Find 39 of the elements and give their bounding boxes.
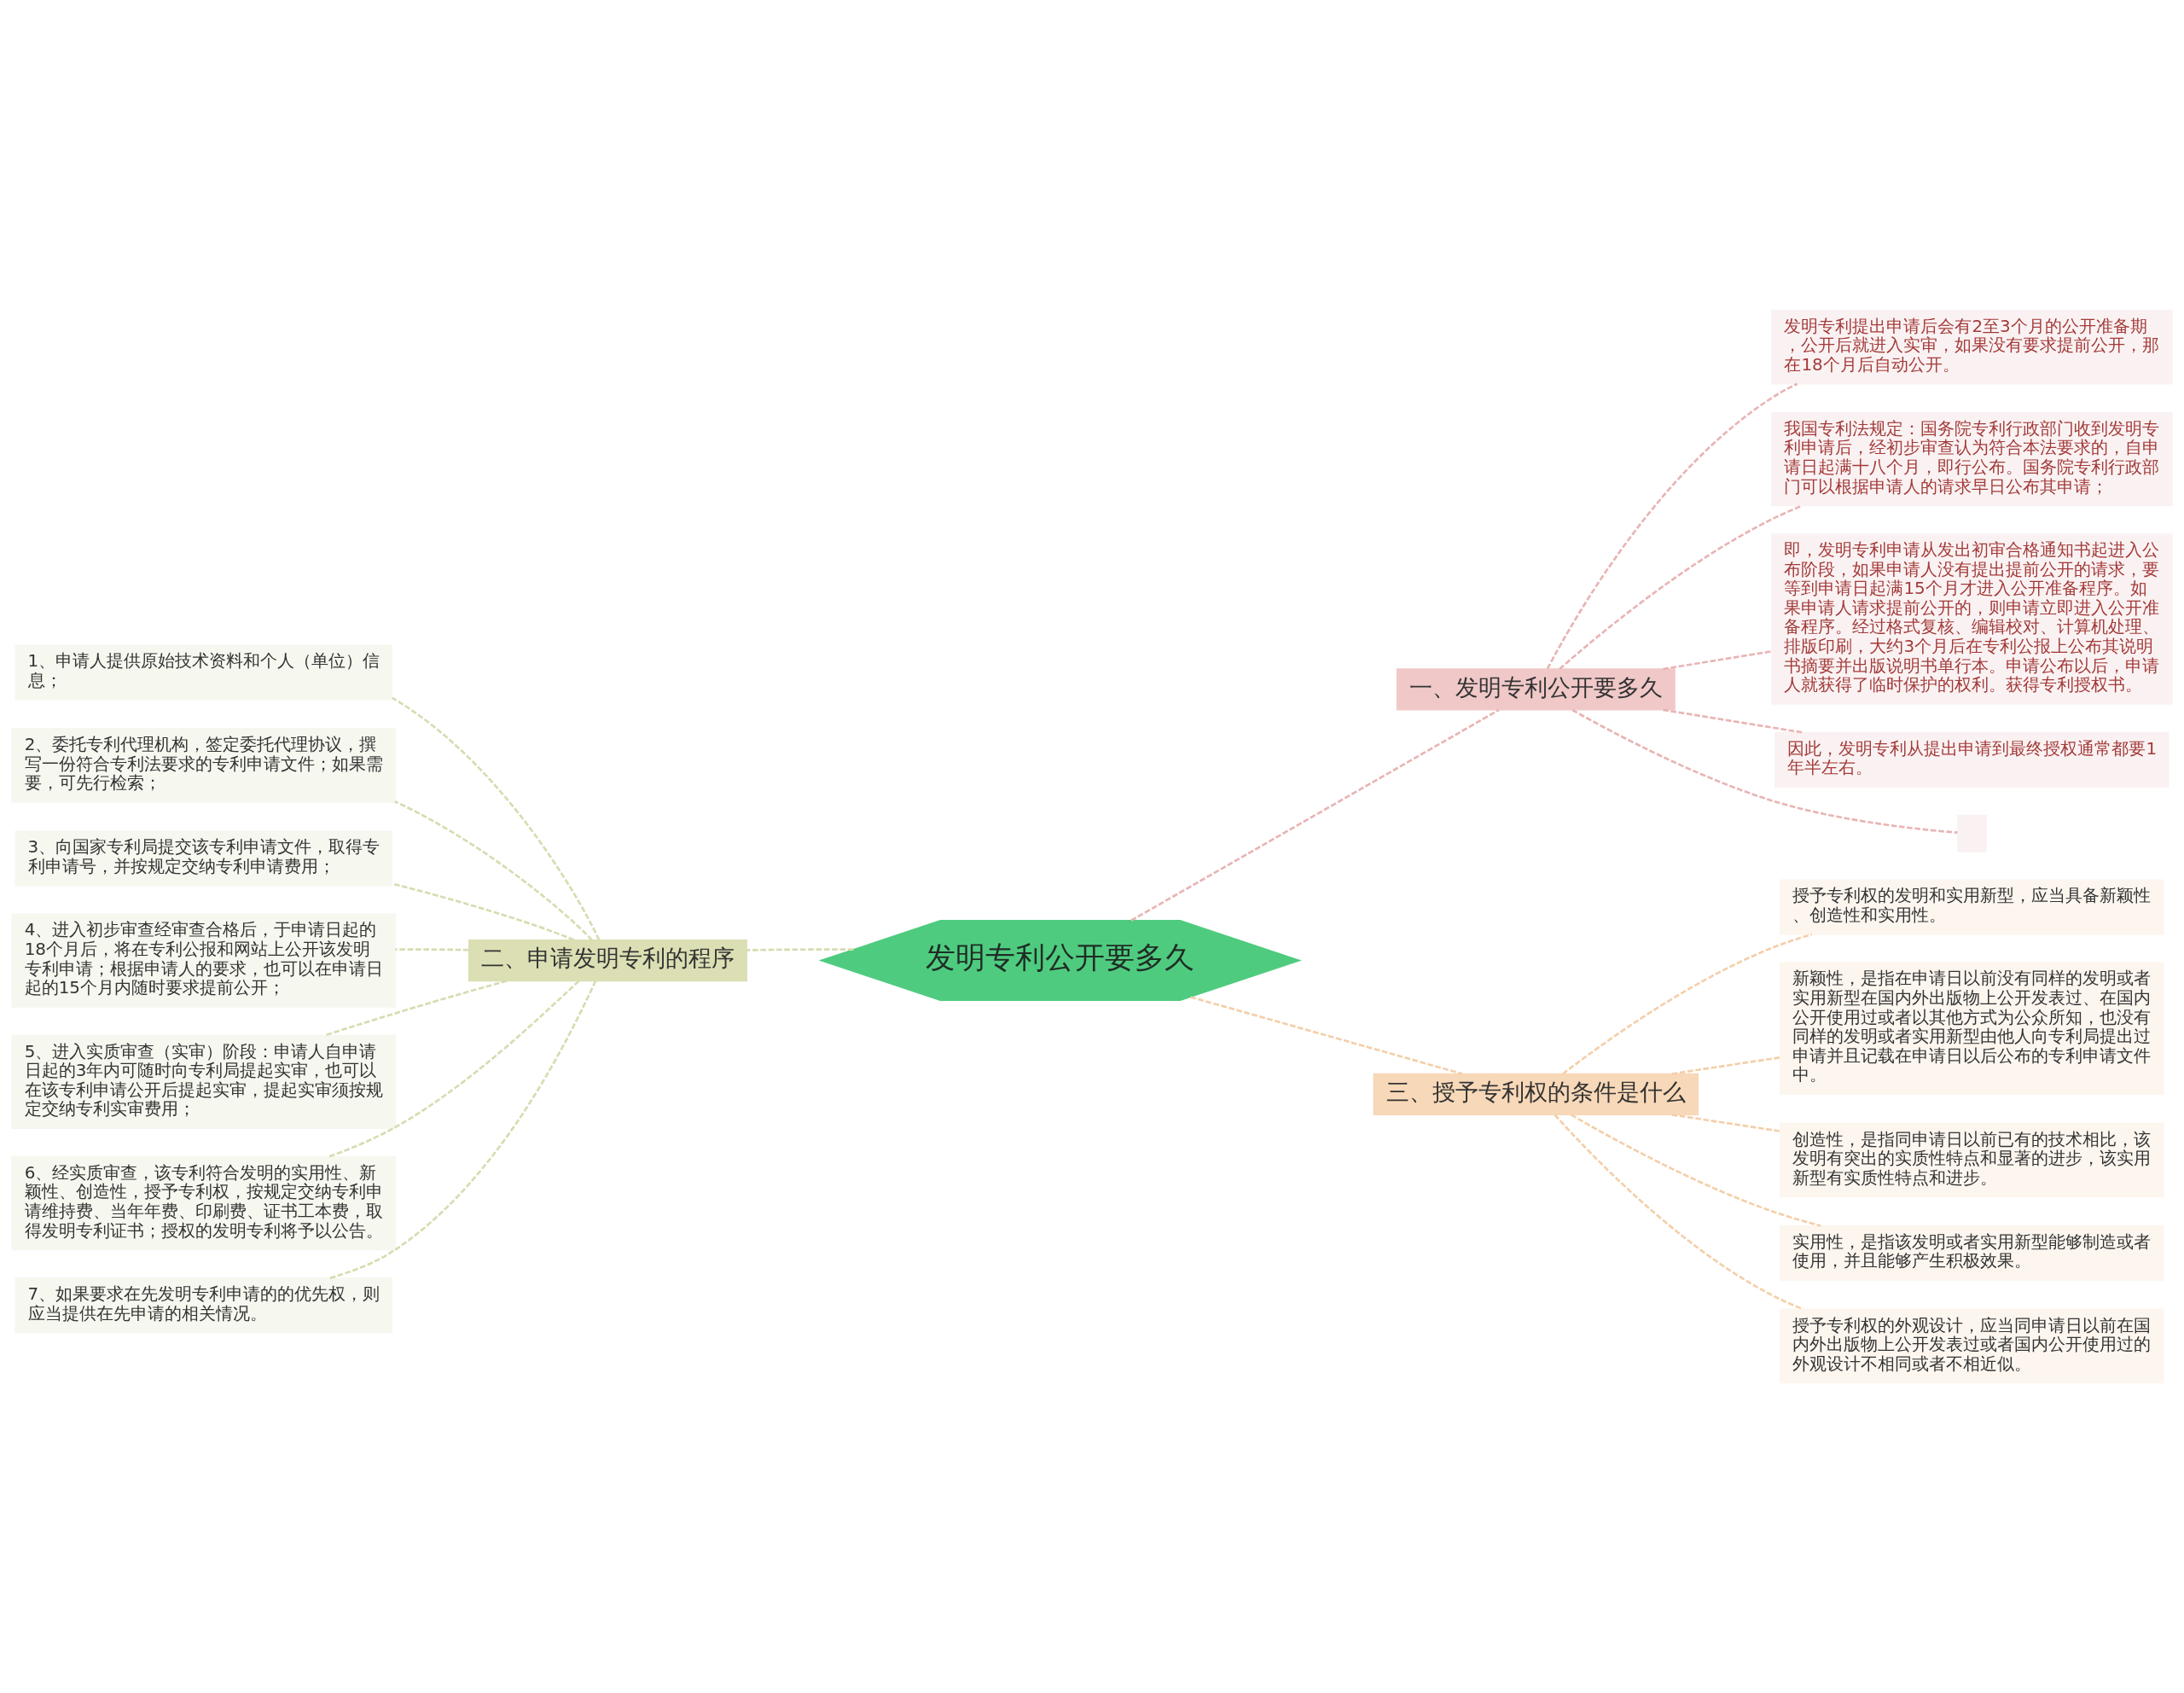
connector: [1671, 1056, 1780, 1075]
connector: [1546, 382, 1798, 670]
node-box: 6、经实质审查，该专利符合发明的实用性、新颖性、创造性，授予专利权，按规定交纳专利申请维持费、当年年费、印刷费、证书工本费，取得发明专利证书；授权的发明专利将予以公告。: [11, 1155, 396, 1251]
node-box: [1957, 814, 1987, 852]
connector: [1571, 708, 1958, 834]
connector: [746, 948, 854, 951]
node-box: 因此，发明专利从提出申请到最终授权通常都要1年半左右。: [1774, 731, 2169, 788]
node-box: 实用性，是指该发明或者实用新型能够制造或者使用，并且能够产生积极效果。: [1780, 1225, 2164, 1282]
node-box: 授予专利权的发明和实用新型，应当具备新颖性、创造性和实用性。: [1780, 879, 2164, 935]
connector: [1554, 1114, 1804, 1311]
connector: [1663, 708, 1804, 734]
node-box: 5、进入实质审查（实审）阶段：申请人自申请日起的3年内可随时向专利局提起实审，也可以在该专利申请公开后提起实审，提起实审须按规定交纳专利实审费用；: [11, 1034, 396, 1129]
connector: [392, 696, 601, 940]
connector: [1190, 996, 1463, 1075]
connector: [324, 980, 508, 1037]
node-box: 三、授予专利权的条件是什么: [1373, 1073, 1699, 1115]
node-box: 4、进入初步审查经审查合格后，于申请日起的18个月后，将在专利公报和网站上公开该发明专利申请；根据申请人的要求，也可以在申请日起的15个月内随时要求提前公开；: [11, 913, 396, 1008]
node-box: 新颖性，是指在申请日以前没有同样的发明或者实用新型在国内外出版物上公开发表过、在国内公开使用过或者以其他方式为公众所知，也没有同样的发明或者实用新型由他人向专利局提出过申请并且记载在申请日以后公布的专利申请文件中。: [1780, 962, 2164, 1096]
connector: [393, 800, 593, 941]
connector: [1130, 708, 1500, 922]
node-box: 即，发明专利申请从发出初审合格通知书起进入公布阶段，如果申请人没有提出提前公开的请求，要等到申请日起满15个月才进入公开准备程序。如果申请人请求提前公开的，则申请立即进入公开准备程序。经过格式复核、编辑校对、计算机处理、排版印刷，大约3个月后在专利公报上公布其说明书摘要并出版说明书单行本。申请公布以后，申请人就获得了临时保护的权利。获得专利授权书。: [1771, 533, 2173, 705]
node-box: 2、委托专利代理机构，签定委托代理协议，撰写一份符合专利法要求的专利申请文件；如果需要，可先行检索；: [11, 728, 396, 803]
connector: [1663, 650, 1772, 671]
connector: [328, 980, 580, 1158]
node-box: 1、申请人提供原始技术资料和个人（单位）信息；: [15, 644, 392, 701]
connector: [1562, 933, 1813, 1075]
node-box: 发明专利提出申请后会有2至3个月的公开准备期，公开后就进入实审，如果没有要求提前公开，那在18个月后自动公开。: [1771, 309, 2173, 385]
node-box: 授予专利权的外观设计，应当同申请日以前在国内外出版物上公开发表过或者国内公开使用过的外观设计不相同或者不相近似。: [1780, 1308, 2164, 1384]
node-box: 7、如果要求在先发明专利申请的的优先权，则应当提供在先申请的相关情况。: [15, 1277, 392, 1334]
connector: [1559, 504, 1803, 670]
connector: [395, 948, 469, 951]
connector: [329, 980, 597, 1279]
node-box: 二、申请发明专利的程序: [468, 940, 747, 982]
connector: [392, 882, 575, 941]
node-box: 创造性，是指同申请日以前已有的技术相比，该发明有突出的实质性特点和显著的进步，该实用新型有实质性特点和进步。: [1780, 1122, 2164, 1198]
connector: [1671, 1114, 1780, 1132]
node-box: 一、发明专利公开要多久: [1396, 668, 1676, 711]
connector: [1571, 1114, 1821, 1227]
node-box: 我国专利法规定：国务院专利行政部门收到发明专利申请后，经初步审查认为符合本法要求的，自申请日起满十八个月，即行公布。国务院专利行政部门可以根据申请人的请求早日公布其申请；: [1771, 411, 2173, 507]
